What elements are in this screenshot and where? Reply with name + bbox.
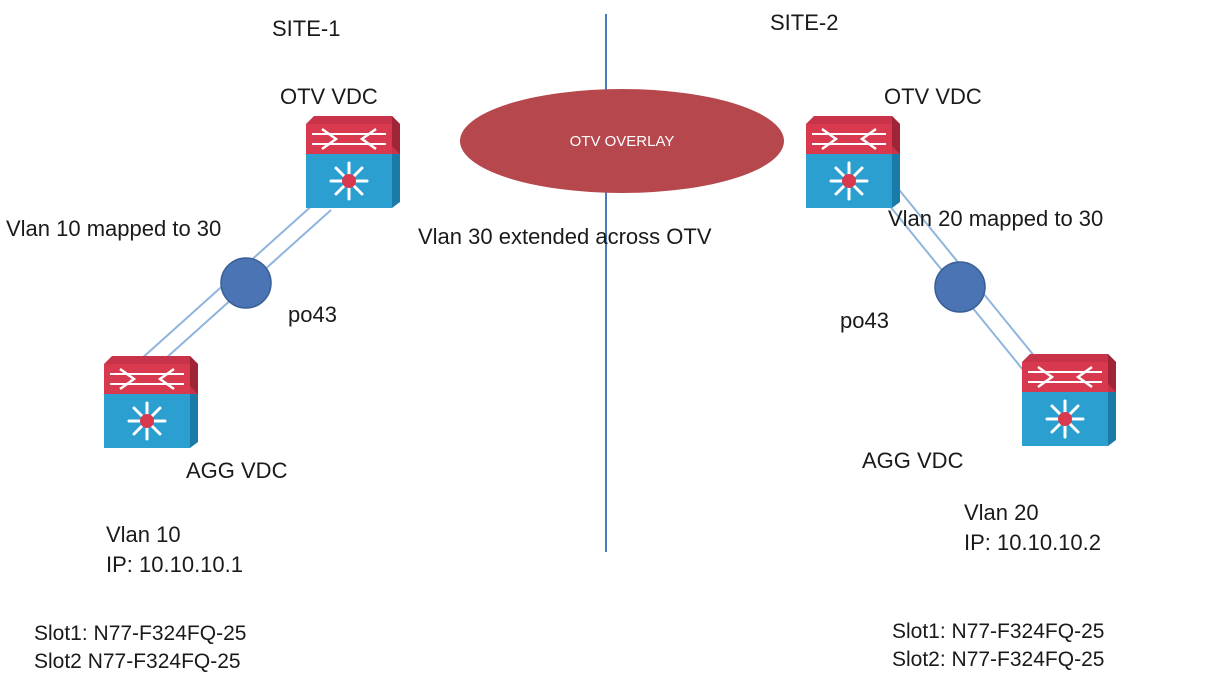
site1-title: SITE-1 (272, 16, 340, 41)
site2-title: SITE-2 (770, 10, 838, 35)
site1-mapping-label: Vlan 10 mapped to 30 (6, 216, 221, 241)
site2-agg-label: AGG VDC (862, 448, 964, 473)
site1-otv-label: OTV VDC (280, 84, 378, 109)
site1-portchannel-label: po43 (288, 302, 337, 327)
site2-portchannel-node (934, 261, 986, 313)
otv-overlay-label: OTV OVERLAY (570, 133, 675, 150)
otv-overlay-cloud (460, 89, 784, 193)
site2-portchannel-label: po43 (840, 308, 889, 333)
site2-slot2-label: Slot2: N77-F324FQ-25 (892, 648, 1104, 671)
site1-agg-label: AGG VDC (186, 458, 288, 483)
site1-otv-switch-icon (304, 114, 402, 210)
site1-slot1-label: Slot1: N77-F324FQ-25 (34, 622, 246, 645)
site2-agg-switch-icon (1020, 352, 1118, 448)
site2-vlan-label: Vlan 20 (964, 500, 1039, 525)
vlan-extended-label: Vlan 30 extended across OTV (418, 224, 712, 249)
site2-slot1-label: Slot1: N77-F324FQ-25 (892, 620, 1104, 643)
site2-mapping-label: Vlan 20 mapped to 30 (888, 206, 1103, 231)
site1-vlan-label: Vlan 10 (106, 522, 181, 547)
site1-portchannel-node (220, 257, 272, 309)
site2-otv-label: OTV VDC (884, 84, 982, 109)
site2-ip-label: IP: 10.10.10.2 (964, 530, 1101, 555)
site1-ip-label: IP: 10.10.10.1 (106, 552, 243, 577)
site1-agg-switch-icon (102, 354, 200, 450)
site2-otv-switch-icon (804, 114, 902, 210)
site1-slot2-label: Slot2 N77-F324FQ-25 (34, 650, 241, 673)
